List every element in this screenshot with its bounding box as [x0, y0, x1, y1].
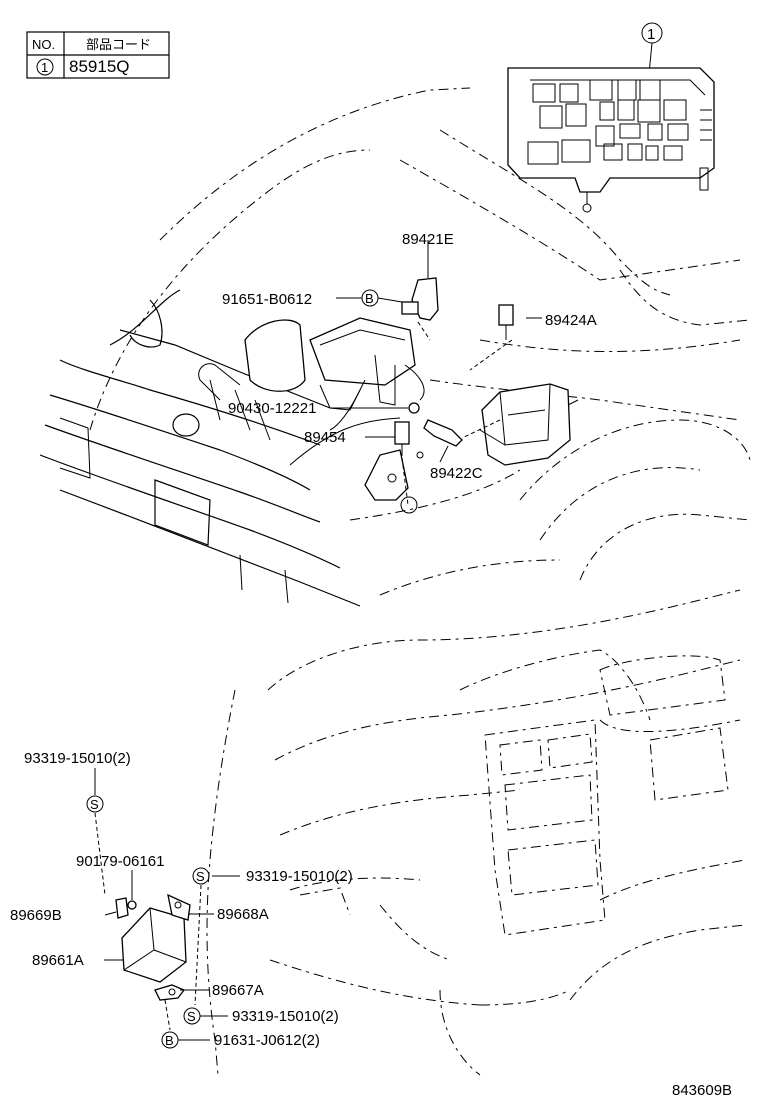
legend-row-code: 85915Q: [69, 57, 130, 76]
symbol-s-1: S: [90, 797, 99, 812]
legend-header-no: NO.: [32, 37, 55, 52]
relay-box-illustration: 1: [507, 22, 715, 213]
ecu-parts-lower: [115, 893, 191, 1001]
legend-table: NO. 部品コード 1 85915Q: [26, 31, 170, 79]
label-89661A: 89661A: [32, 952, 84, 969]
label-93319-15010-b: 93319-15010(2): [246, 868, 353, 885]
symbol-b-upper: B: [365, 291, 374, 306]
dashboard-outline: [206, 589, 746, 1076]
figure-id: 843609B: [672, 1082, 732, 1099]
label-91651-B0612: 91651-B0612: [222, 291, 312, 308]
label-89424A: 89424A: [545, 312, 597, 329]
legend-header-code: 部品コード: [86, 37, 151, 52]
callout-1-label: 1: [647, 26, 655, 43]
vehicle-front-outline: [39, 87, 751, 607]
label-91631-J0612: 91631-J0612(2): [214, 1032, 320, 1049]
label-89421E: 89421E: [402, 231, 454, 248]
label-90179-06161: 90179-06161: [76, 853, 164, 870]
sensor-parts-upper: [394, 277, 514, 459]
part-labels: 89421E 91651-B0612 89424A 90430-12221 89…: [10, 231, 732, 1099]
legend-row-no: 1: [41, 60, 48, 75]
label-89667A: 89667A: [212, 982, 264, 999]
symbol-b-lower: B: [165, 1033, 174, 1048]
label-93319-15010-c: 93319-15010(2): [232, 1008, 339, 1025]
label-93319-15010-a: 93319-15010(2): [24, 750, 131, 767]
label-90430-12221: 90430-12221: [228, 400, 316, 417]
label-89668A: 89668A: [217, 906, 269, 923]
bolt-symbols: B S S S B: [86, 289, 379, 1049]
leader-lines-upper: [330, 240, 542, 514]
symbol-s-2: S: [196, 869, 205, 884]
label-89454: 89454: [304, 429, 346, 446]
label-89422C: 89422C: [430, 465, 483, 482]
leader-lines-lower: [94, 768, 240, 1041]
symbol-s-3: S: [187, 1009, 196, 1024]
label-89669B: 89669B: [10, 907, 62, 924]
